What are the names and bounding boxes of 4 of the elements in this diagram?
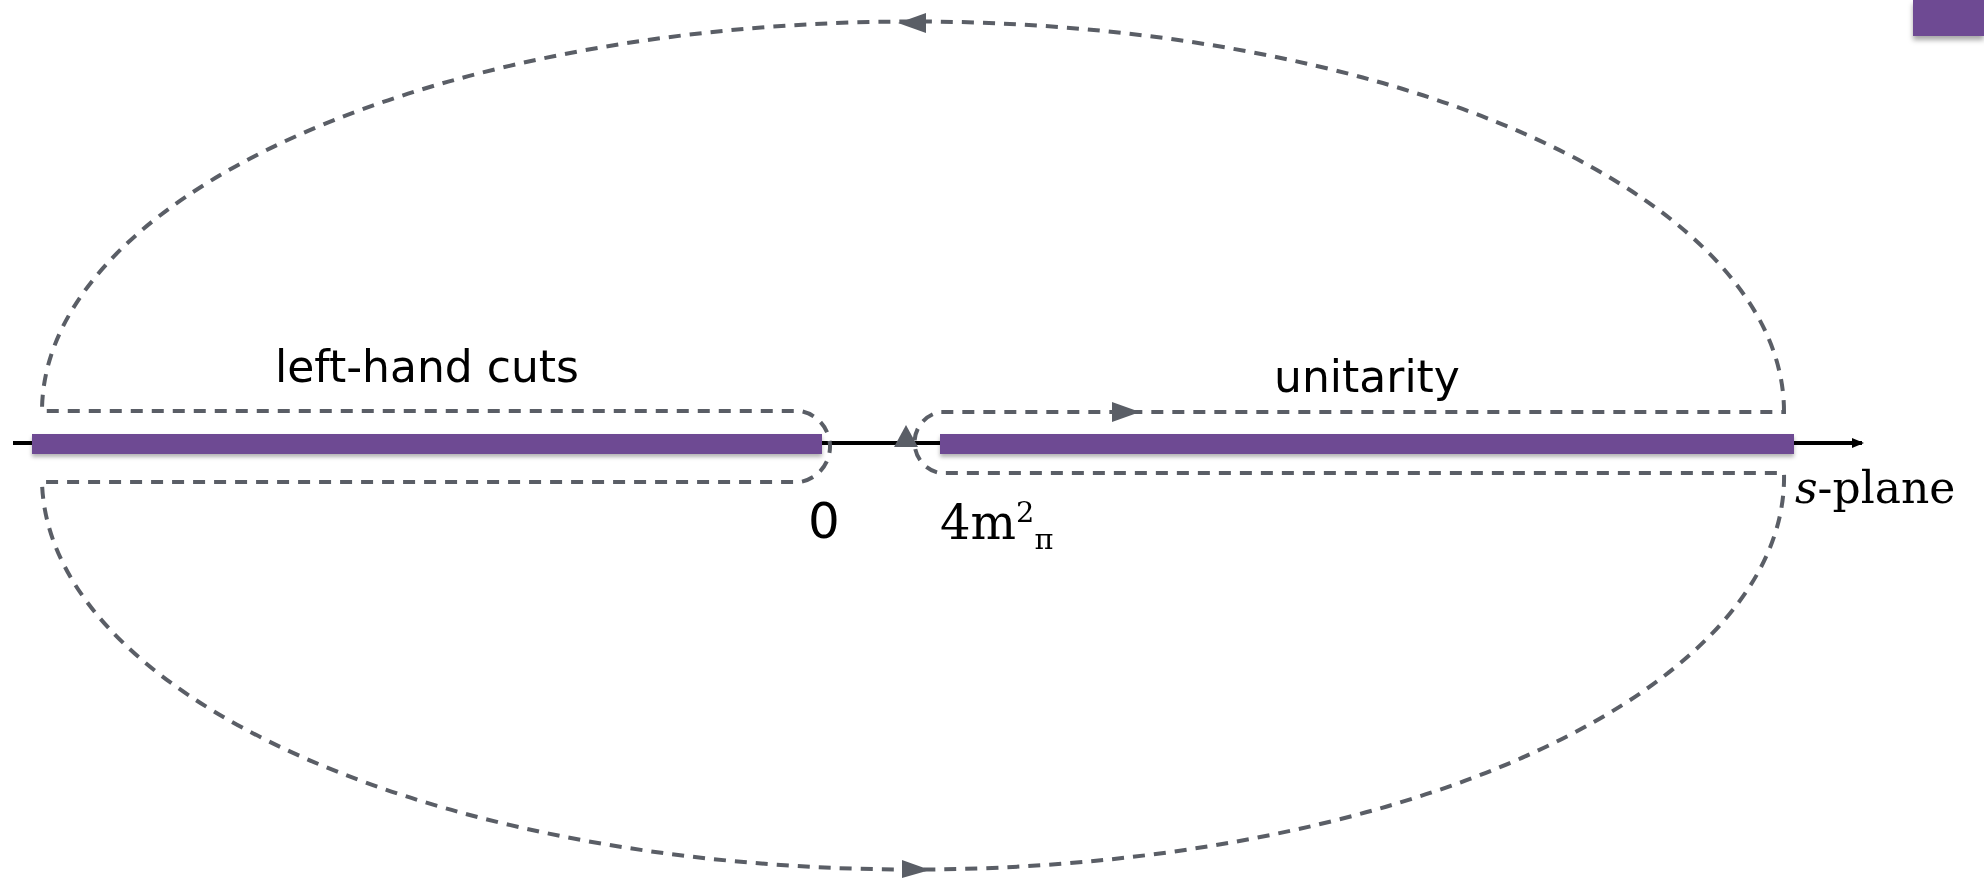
tick-label: 0 (808, 496, 840, 546)
cut-label: unitarity (1274, 351, 1460, 402)
plane-label: s-plane (1795, 466, 1956, 510)
cut-label: left-hand cuts (274, 341, 579, 392)
